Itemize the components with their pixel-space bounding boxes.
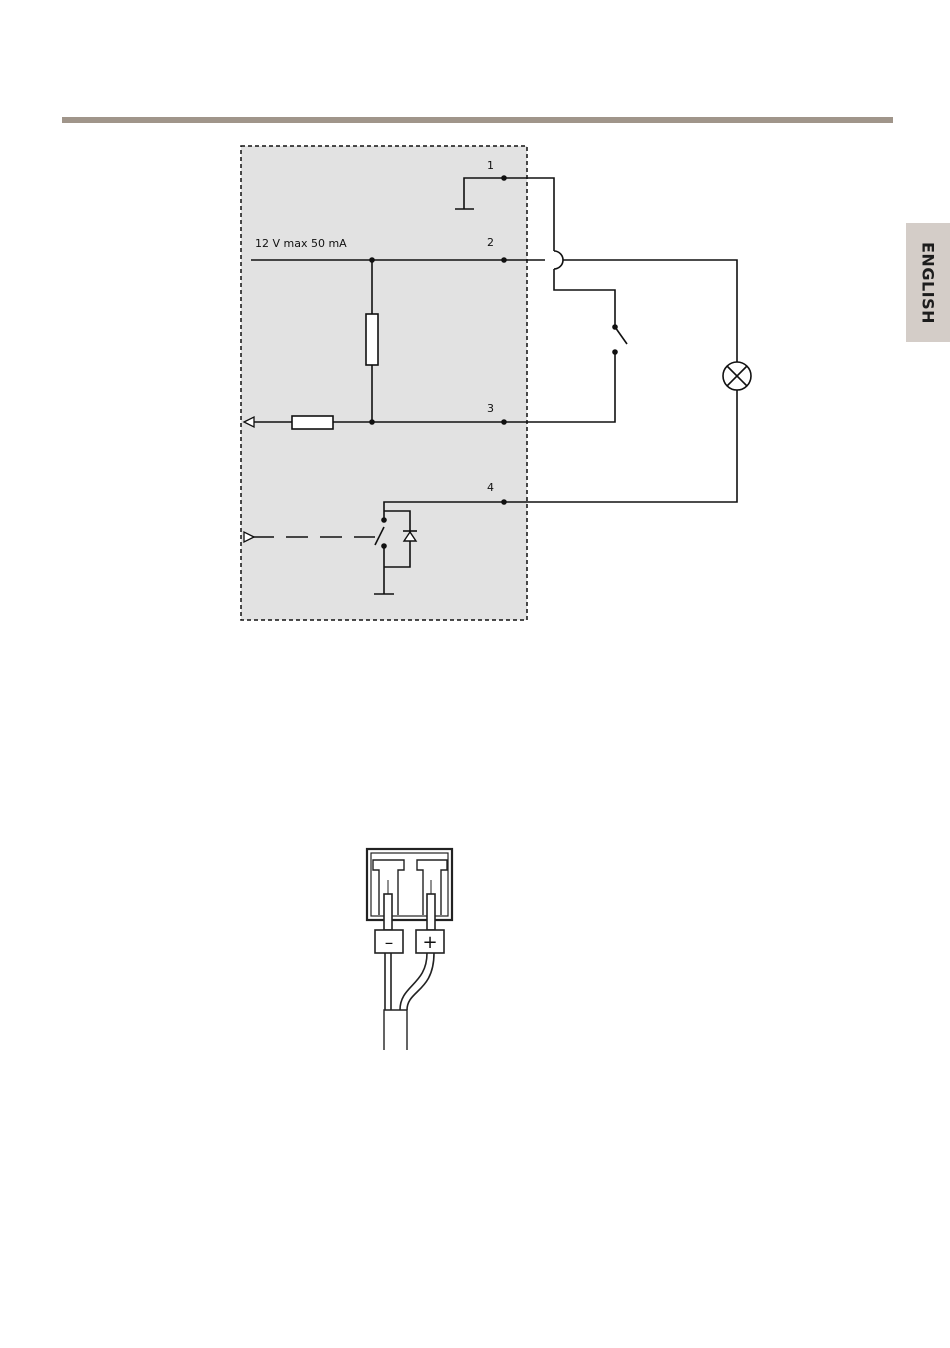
pin-4-label: 4 [487, 481, 494, 494]
lamp-icon [723, 362, 751, 390]
resistor-vertical [366, 314, 378, 365]
pin-2-label: 2 [487, 236, 494, 249]
pin-3-label: 3 [487, 402, 494, 415]
plus-label: + [422, 932, 437, 953]
pin-1-label: 1 [487, 159, 494, 172]
minus-label: – [385, 933, 394, 953]
resistor-horizontal [292, 416, 333, 429]
minus-terminal: – [375, 930, 403, 953]
plus-terminal: + [416, 930, 444, 953]
supply-label: 12 V max 50 mA [255, 237, 347, 250]
